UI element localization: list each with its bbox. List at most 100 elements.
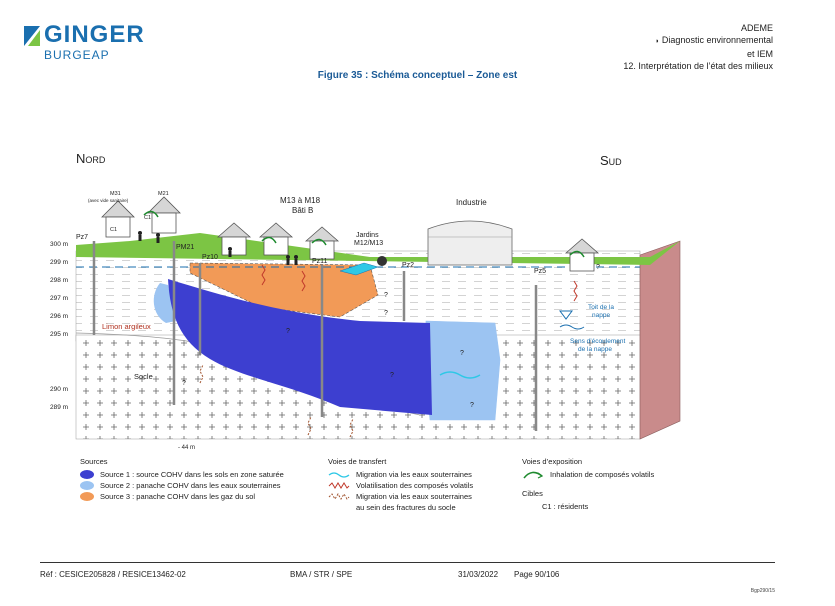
- header-chapter: 12. Interprétation de l’état des milieux: [623, 61, 773, 71]
- water-table-label-2: nappe: [592, 312, 610, 319]
- source2-swatch: [80, 481, 94, 490]
- south-label: Sud: [600, 153, 622, 168]
- elevation-290: 290 m: [50, 386, 68, 393]
- inhalation-icon: [523, 471, 544, 479]
- garden-pool-icon: [339, 262, 379, 276]
- inhalation-arrows: [143, 210, 585, 258]
- footer-ref: Réf : CESICE205828 / RESICE13462-02: [40, 570, 186, 579]
- unknown-marker-2: ?: [384, 292, 388, 299]
- elevation-296: 296 m: [50, 313, 68, 320]
- logo: GINGER BURGEAP: [22, 22, 152, 62]
- legend-source1: Source 1 : source COHV dans les sols en …: [80, 469, 284, 480]
- well-pm21-label: PM21: [176, 244, 194, 251]
- flow-direction-label: Sens d’écoulement: [570, 338, 625, 345]
- legend-source2: Source 2 : panache COHV dans les eaux so…: [80, 480, 284, 491]
- house-b1-icon: [216, 222, 252, 256]
- unknown-marker-1: ?: [286, 328, 290, 335]
- volatilisation-arrows: [261, 264, 578, 302]
- house-m21-icon: [147, 196, 181, 234]
- logo-top-text: GINGER: [44, 21, 145, 48]
- figure-title: Figure 35 : Schéma conceptuel – Zone est: [317, 70, 518, 81]
- legend-exposure-title: Voies d’exposition: [522, 457, 583, 466]
- north-label: Nord: [76, 151, 106, 166]
- header-info: ADEME ◗ Diagnostic environnemental et IE…: [623, 22, 773, 72]
- well-pz7-label: Pz7: [76, 234, 88, 241]
- legend-sources-title: Sources: [80, 457, 108, 466]
- footer-dept: BMA / STR / SPE: [290, 570, 353, 579]
- legend-transfer3: Migration via les eaux souterraines: [328, 491, 473, 502]
- house-b3-icon: [304, 226, 340, 260]
- house-m31-label: M31: [110, 191, 121, 197]
- source2-groundwater-plume: [423, 320, 501, 421]
- silt-layer-label: Limon argileux: [102, 322, 151, 331]
- legend-transfer2: Volatilisation des composés volatils: [328, 480, 473, 491]
- legend-transfer-title: Voies de transfert: [328, 457, 387, 466]
- groundwater-migration-arrow: [439, 371, 481, 379]
- water-table-triangle-icon: [559, 310, 573, 320]
- well-pz10-label: Pz10: [202, 254, 218, 261]
- house-m31-note: (avec vide sanitaire): [88, 198, 129, 203]
- unknown-marker-4: ?: [390, 372, 394, 379]
- flow-direction-label-2: de la nappe: [578, 346, 612, 353]
- legend-source3-text: Source 3 : panache COHV dans les gaz du …: [100, 492, 256, 501]
- house-south-icon: [564, 238, 600, 272]
- legend-transfer3-text: Migration via les eaux souterraines: [356, 492, 472, 501]
- elevation-297: 297 m: [50, 295, 68, 302]
- footer-divider: [40, 562, 775, 563]
- unknown-marker-6: ?: [470, 402, 474, 409]
- header-section-text: Diagnostic environnemental: [661, 35, 773, 45]
- legend-target1: C1 : résidents: [542, 502, 589, 511]
- conceptual-diagram: Nord Sud 300 m 299 m 298 m 297 m 296 m 2…: [40, 145, 690, 455]
- source1-saturated-zone: [168, 279, 432, 415]
- house-m31-icon: [101, 200, 135, 238]
- footer-date: 31/03/2022: [458, 570, 499, 579]
- garden-umbrella-icon: [377, 256, 387, 266]
- header-section-cont: et IEM: [746, 49, 773, 59]
- jardins-ref-label: M12/M13: [354, 240, 383, 247]
- residents-icon: [138, 231, 298, 265]
- elevation-300: 300 m: [50, 241, 68, 248]
- legend-transfer2-text: Volatilisation des composés volatils: [356, 481, 474, 490]
- logo-mark-icon: [24, 26, 40, 46]
- legend-targets-title: Cibles: [522, 489, 543, 498]
- house-m21-label: M21: [158, 191, 169, 197]
- wells: [92, 241, 538, 431]
- footer-page: Page 90/106: [514, 570, 560, 579]
- legend-source2-text: Source 2 : panache COHV dans les eaux so…: [100, 481, 281, 490]
- well-pz11-label: Pz11: [312, 258, 328, 265]
- fracture-migration-icon: [328, 493, 350, 500]
- header-section: ◗ Diagnostic environnemental: [623, 34, 773, 48]
- well-pz5-label: Pz5: [534, 268, 546, 275]
- flow-direction-icon: [559, 324, 585, 330]
- legend-exposure1: Inhalation de composés volatils: [522, 469, 654, 480]
- legend-source3: Source 3 : panache COHV dans les gaz du …: [80, 491, 284, 502]
- target-c1-label-2: C1: [144, 215, 151, 221]
- legend-transfer: Voies de transfert Migration via les eau…: [328, 456, 473, 513]
- source2-north-lens: [153, 283, 176, 323]
- block-side-face: [639, 240, 681, 440]
- unknown-marker-5: ?: [460, 350, 464, 357]
- unknown-marker-8: ?: [596, 264, 600, 271]
- house-bati-label: Bâti B: [292, 206, 313, 215]
- volatilisation-icon: [328, 482, 350, 489]
- legend-transfer1: Migration via les eaux souterraines: [328, 469, 473, 480]
- legend-transfer1-text: Migration via les eaux souterraines: [356, 470, 472, 479]
- elevation-299: 299 m: [50, 259, 68, 266]
- target-c1-label-1: C1: [110, 227, 117, 233]
- legend-sources: Sources Source 1 : source COHV dans les …: [80, 456, 284, 502]
- industrie-label: Industrie: [456, 198, 487, 207]
- house-b2-icon: [258, 222, 294, 256]
- logo-bottom-text: BURGEAP: [44, 48, 110, 62]
- legend-exposure: Voies d’exposition Inhalation de composé…: [522, 456, 654, 512]
- bedrock-label: Socle: [134, 372, 153, 381]
- industry-building-icon: [427, 220, 513, 266]
- unknown-marker-7: ?: [182, 380, 186, 387]
- unknown-marker-3: ?: [384, 310, 388, 317]
- bullet-icon: ◗: [655, 38, 660, 45]
- elevation-289: 289 m: [50, 404, 68, 411]
- depth-label: - 44 m: [178, 445, 195, 451]
- footer-code: Bgp290/15: [750, 588, 775, 594]
- legend-transfer3-cont: au sein des fractures du socle: [356, 503, 456, 512]
- legend-exposure1-text: Inhalation de composés volatils: [550, 470, 655, 479]
- well-pz2-label: Pz2: [402, 262, 414, 269]
